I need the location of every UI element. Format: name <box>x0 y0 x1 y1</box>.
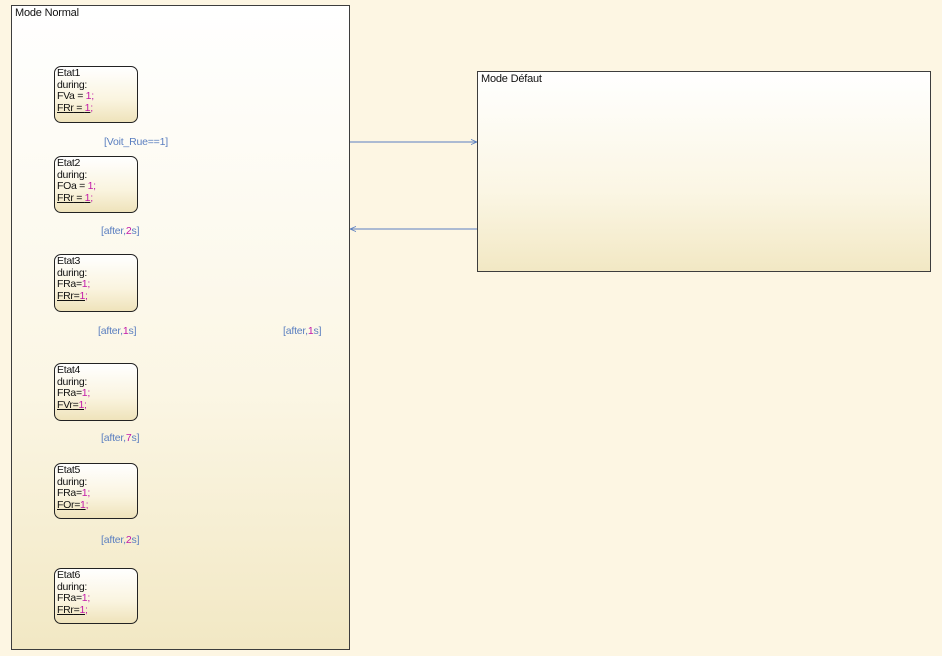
transition-label-etat1-etat2[interactable]: [Voit_Rue==1] <box>104 136 168 148</box>
transition-label-etat3-etat4[interactable]: [after,1s] <box>98 325 137 337</box>
state-action: during: <box>57 580 88 593</box>
state-action: during: <box>57 266 88 279</box>
state-etat5[interactable]: Etat5 during: FRa=1; FOr=1; <box>54 463 138 519</box>
transition-label-etat5-etat6[interactable]: [after,2s] <box>101 534 140 546</box>
transition-label-etat6-etat1[interactable]: [after,1s] <box>283 325 322 337</box>
state-action: during: <box>57 78 88 91</box>
state-etat2[interactable]: Etat2 during: FOa = 1; FRr = 1; <box>54 156 138 213</box>
superstate-title: Mode Normal <box>15 7 79 19</box>
state-name: Etat4 <box>57 364 81 376</box>
state-name: Etat2 <box>57 157 81 169</box>
state-etat6[interactable]: Etat6 during: FRa=1; FRr=1; <box>54 568 138 624</box>
state-name: Etat1 <box>57 67 81 79</box>
state-action: during: <box>57 375 88 388</box>
state-name: Etat6 <box>57 569 81 581</box>
transition-label-etat2-etat3[interactable]: [after,2s] <box>101 225 140 237</box>
state-name: Etat5 <box>57 464 81 476</box>
superstate-title: Mode Défaut <box>481 73 542 85</box>
state-action: during: <box>57 168 88 181</box>
state-name: Etat3 <box>57 255 81 267</box>
state-etat4[interactable]: Etat4 during: FRa=1; FVr=1; <box>54 363 138 421</box>
state-etat1[interactable]: Etat1 during: FVa = 1; FRr = 1; <box>54 66 138 123</box>
transition-label-etat4-etat5[interactable]: [after,7s] <box>101 432 140 444</box>
state-etat3[interactable]: Etat3 during: FRa=1; FRr=1; <box>54 254 138 312</box>
superstate-mode-defaut[interactable]: Mode Défaut <box>477 71 931 272</box>
state-action: during: <box>57 475 88 488</box>
